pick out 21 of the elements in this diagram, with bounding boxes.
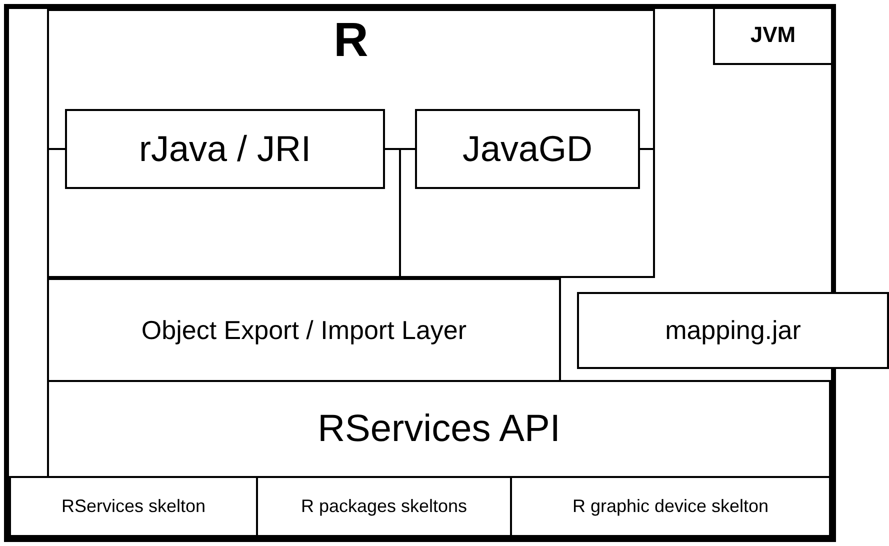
jvm-container — [4, 4, 836, 542]
container-title: R — [334, 15, 368, 68]
component-label: JavaGD — [462, 128, 593, 170]
component-label: Object Export / Import Layer — [141, 314, 467, 346]
connector-line — [385, 148, 415, 150]
component-box — [9, 476, 258, 537]
component-box — [415, 109, 640, 189]
component-box — [577, 292, 889, 369]
container-label: JVM — [713, 9, 831, 65]
component-label: R graphic device skelton — [572, 496, 769, 517]
component-box — [47, 380, 831, 478]
component-label: mapping.jar — [665, 315, 801, 346]
component-box — [510, 476, 831, 537]
component-label: rJava / JRI — [138, 128, 312, 170]
connector-line — [399, 149, 401, 278]
component-box — [65, 109, 385, 189]
component-label: R packages skeltons — [300, 496, 468, 517]
component-label: RServices API — [318, 408, 560, 450]
r-container — [47, 9, 655, 278]
component-box — [47, 278, 561, 382]
component-label: RServices skelton — [61, 496, 206, 517]
